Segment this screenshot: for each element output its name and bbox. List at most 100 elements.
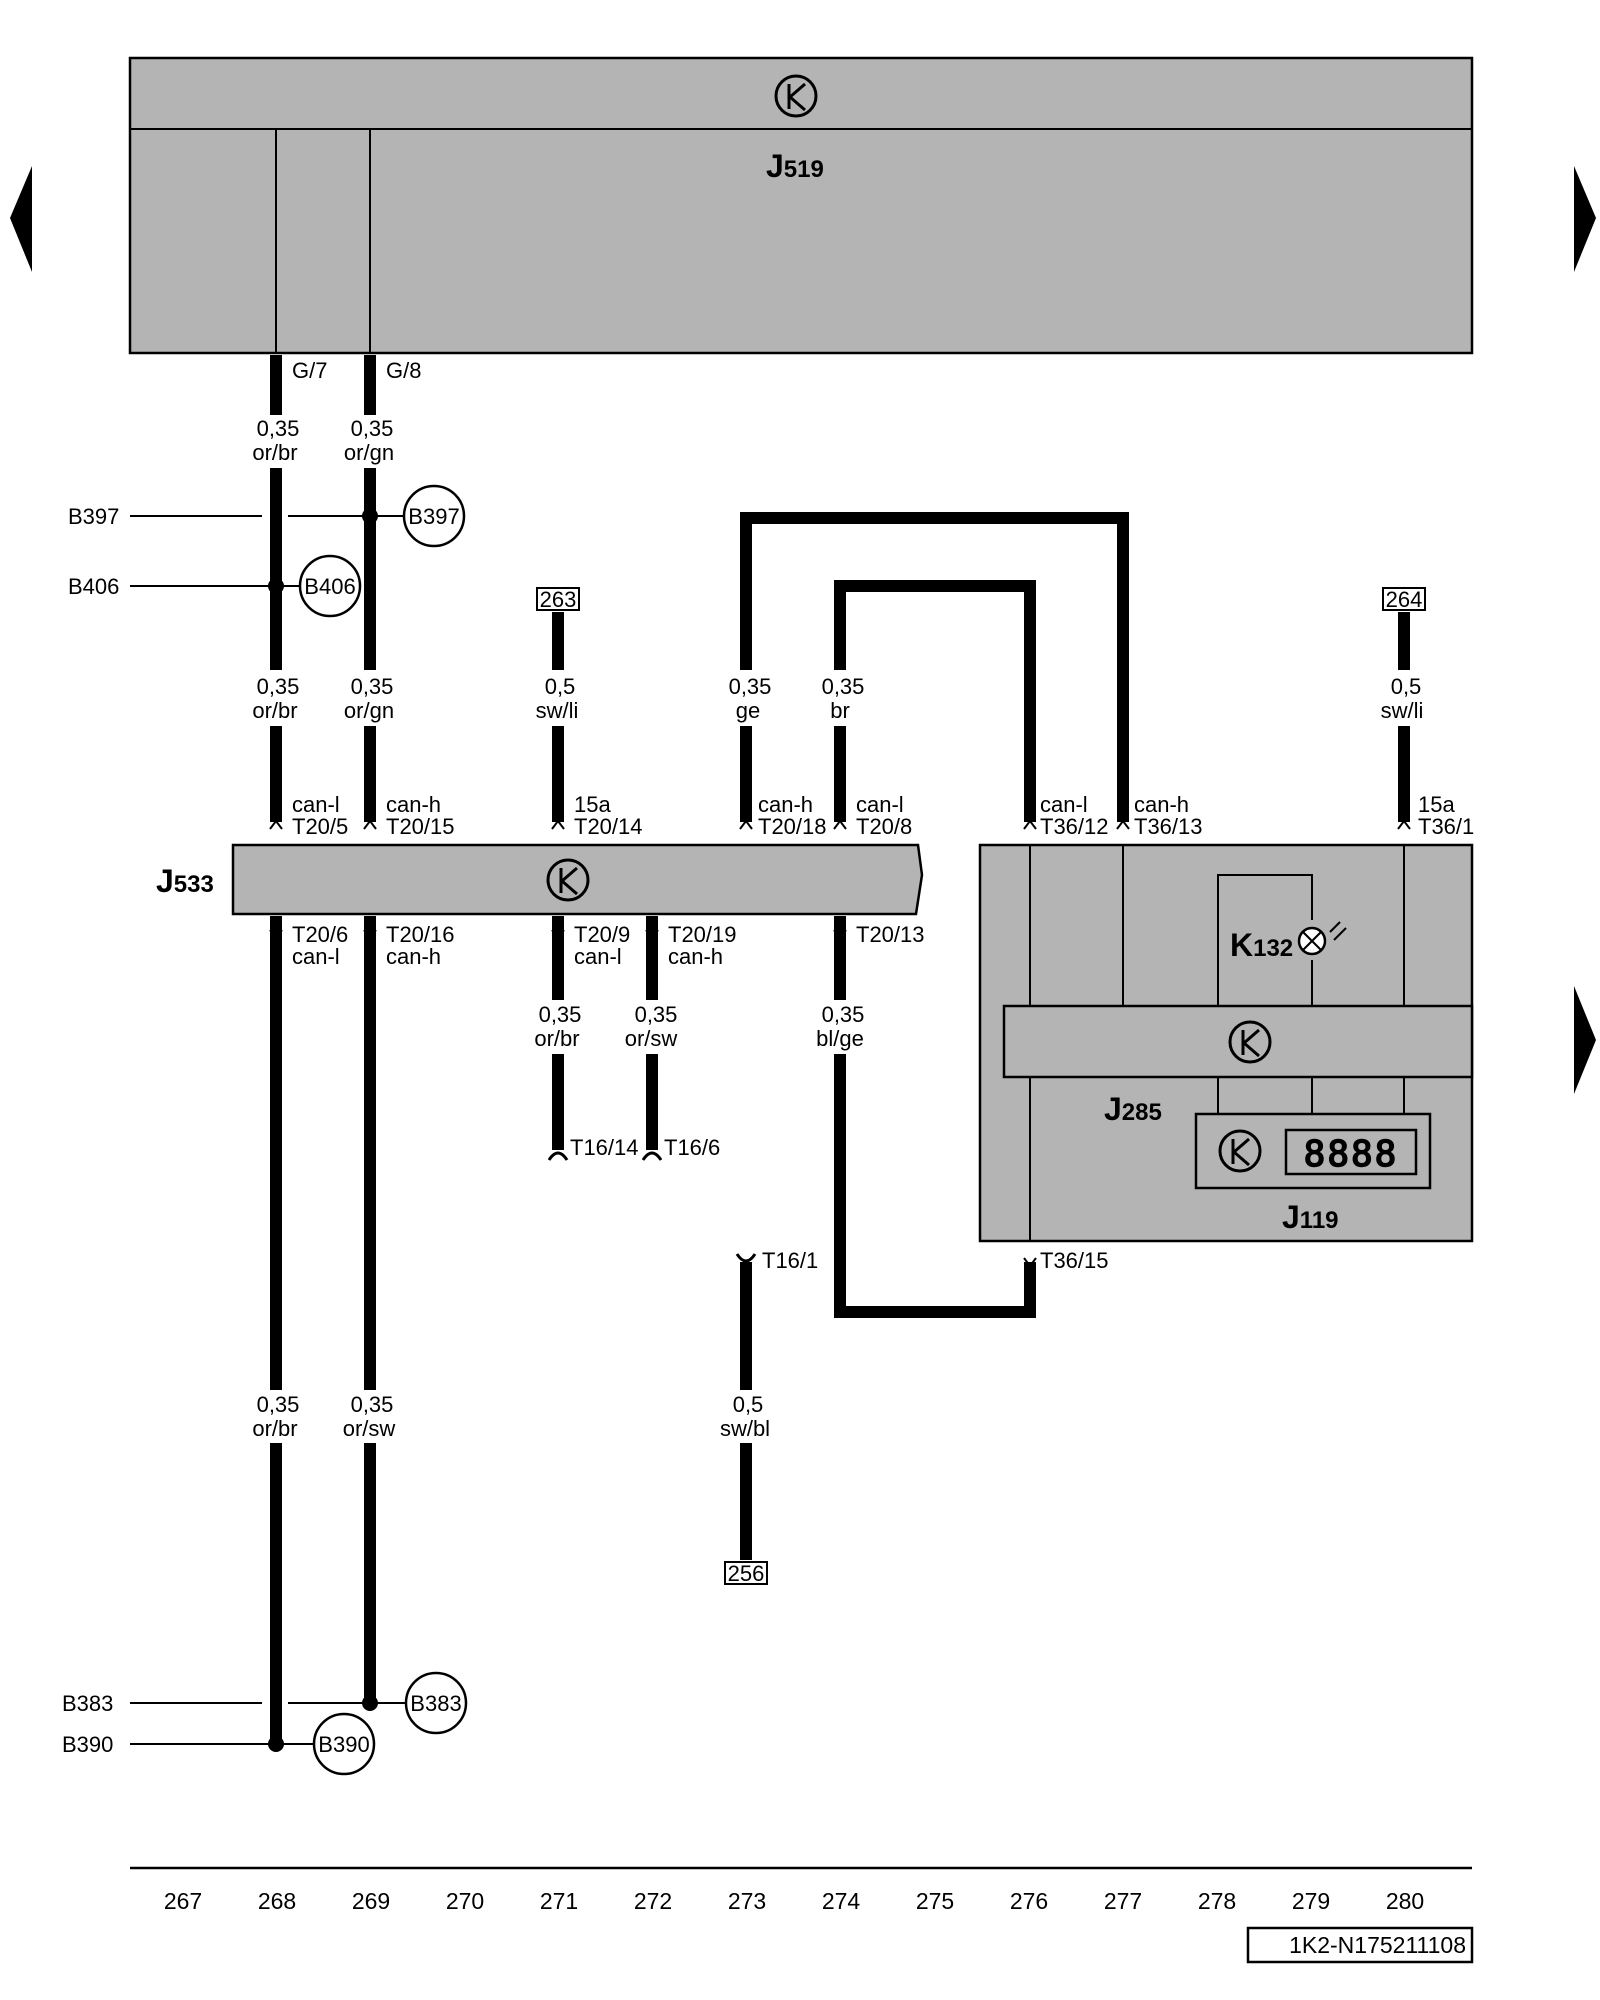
wire-color: or/sw [343,1416,396,1441]
j533-label: J533 [156,863,214,899]
wire-size: 0,5 [545,674,576,699]
wire-color: or/br [252,440,297,465]
signal-label: can-l [292,792,340,817]
pin-label: T36/1 [1418,814,1474,839]
signal-label: can-h [386,792,441,817]
signal-label: can-h [1134,792,1189,817]
wire-color: or/gn [344,440,394,465]
signal-label: can-l [292,944,340,969]
wire-size: 0,35 [257,416,300,441]
signal-label: can-h [668,944,723,969]
connection-label: B406 [68,574,119,599]
footer-column-272: 272 [634,1888,672,1914]
diagram-id: 1K2-N175211108 [1289,1932,1466,1958]
footer-column-268: 268 [258,1888,296,1914]
signal-label: can-l [1040,792,1088,817]
connection-label: B397 [68,504,119,529]
ecu-icon [1218,1129,1262,1173]
wire-color: sw/bl [720,1416,770,1441]
pin-label: T20/15 [386,814,455,839]
footer-column-279: 279 [1292,1888,1330,1914]
footer-column-278: 278 [1198,1888,1236,1914]
pin-label: T20/8 [856,814,912,839]
j285-label: J285 [1104,1091,1162,1127]
footer-column-276: 276 [1010,1888,1048,1914]
j119-display: 8888 [1304,1134,1399,1175]
connection-circle-label: B397 [408,504,459,529]
k132-label: K132 [1230,927,1293,963]
j119-label: J119 [1282,1199,1339,1235]
wire-size: 0,35 [822,1002,865,1027]
pin-label: T36/12 [1040,814,1109,839]
wire-color: or/br [534,1026,579,1051]
wire-color: sw/li [536,698,579,723]
wire-size: 0,5 [1391,674,1422,699]
footer-column-274: 274 [822,1888,861,1914]
pin-arrow-marks [269,819,1411,1268]
wire-color: or/br [252,698,297,723]
signal-label: can-h [386,944,441,969]
reference-264[interactable]: 264 [1386,587,1423,612]
pin-label: T36/13 [1134,814,1203,839]
pin-label: T20/18 [758,814,827,839]
ecu-icon [774,74,818,118]
next-page-arrow[interactable] [1574,166,1596,272]
connection-circle-label: B406 [304,574,355,599]
wire-size: 0,35 [539,1002,582,1027]
k132-warning-lamp [1297,921,1347,956]
wire-color: or/br [252,1416,297,1441]
wire-size: 0,5 [733,1392,764,1417]
wire-size: 0,35 [351,1392,394,1417]
connection-label: B383 [62,1691,113,1716]
pin-label: T20/19 [668,922,737,947]
signal-label: 15a [1418,792,1455,817]
prev-page-arrow[interactable] [10,166,32,272]
pin-label: T16/1 [762,1248,818,1273]
signal-label: can-l [856,792,904,817]
reference-263[interactable]: 263 [540,587,577,612]
pin-label: G/7 [292,358,327,383]
pin-label: T16/6 [664,1135,720,1160]
wire-size: 0,35 [729,674,772,699]
pin-label: T20/16 [386,922,455,947]
j533-gateway: J533 [156,843,924,916]
footer-column-277: 277 [1104,1888,1142,1914]
pin-label: T20/6 [292,922,348,947]
j519-control-unit: J519 [128,56,1474,355]
footer-column-269: 269 [352,1888,390,1914]
footer-column-267: 267 [164,1888,202,1914]
signal-label: can-l [574,944,622,969]
j519-label: J519 [766,148,824,184]
wire-color: or/sw [625,1026,678,1051]
footer-column-275: 275 [916,1888,954,1914]
pin-label: T20/9 [574,922,630,947]
ecu-icon [1228,1020,1272,1064]
pin-label: T36/15 [1040,1248,1109,1273]
pin-label: T20/13 [856,922,925,947]
pin-label: T20/14 [574,814,643,839]
signal-label: 15a [574,792,611,817]
j285-instrument-cluster: K132 J285 8888 J119 [978,843,1474,1243]
connection-circle-label: B390 [318,1732,369,1757]
next-page-arrow-lower[interactable] [1574,986,1596,1094]
footer-column-271: 271 [540,1888,578,1914]
pin-label: T16/14 [570,1135,639,1160]
footer-column-273: 273 [728,1888,766,1914]
wire-color: br [830,698,850,723]
wire-color: sw/li [1381,698,1424,723]
wire-size: 0,35 [257,1392,300,1417]
wire-size: 0,35 [635,1002,678,1027]
ecu-icon [546,858,590,902]
wire-size: 0,35 [257,674,300,699]
wire-size: 0,35 [351,674,394,699]
wire-color: bl/ge [816,1026,864,1051]
connection-circle-label: B383 [410,1691,461,1716]
reference-256[interactable]: 256 [728,1561,765,1586]
pin-label: T20/5 [292,814,348,839]
pin-label: G/8 [386,358,421,383]
wire-size: 0,35 [822,674,865,699]
wire-color: or/gn [344,698,394,723]
footer-column-270: 270 [446,1888,484,1914]
